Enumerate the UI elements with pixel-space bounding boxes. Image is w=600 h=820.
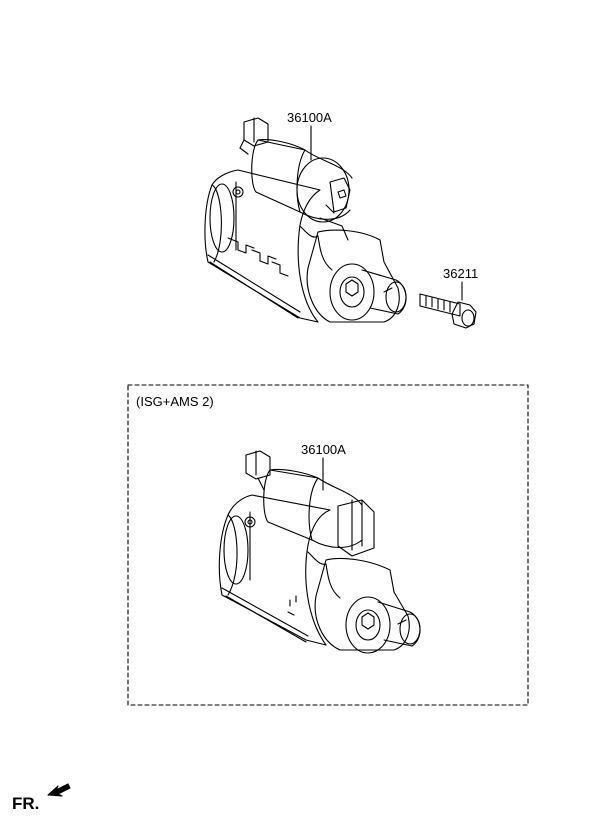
starter-motor-bottom — [218, 450, 421, 654]
part-label-starter-top[interactable]: 36100A — [287, 110, 332, 125]
variant-caption: (ISG+AMS 2) — [136, 394, 214, 409]
starter-motor-top — [204, 117, 407, 323]
variant-box — [127, 384, 529, 706]
fr-arrow-icon — [47, 783, 71, 797]
part-label-bolt[interactable]: 36211 — [443, 266, 479, 281]
part-label-starter-bottom[interactable]: 36100A — [301, 442, 346, 457]
orientation-label: FR. — [12, 794, 40, 813]
bolt — [419, 293, 477, 329]
